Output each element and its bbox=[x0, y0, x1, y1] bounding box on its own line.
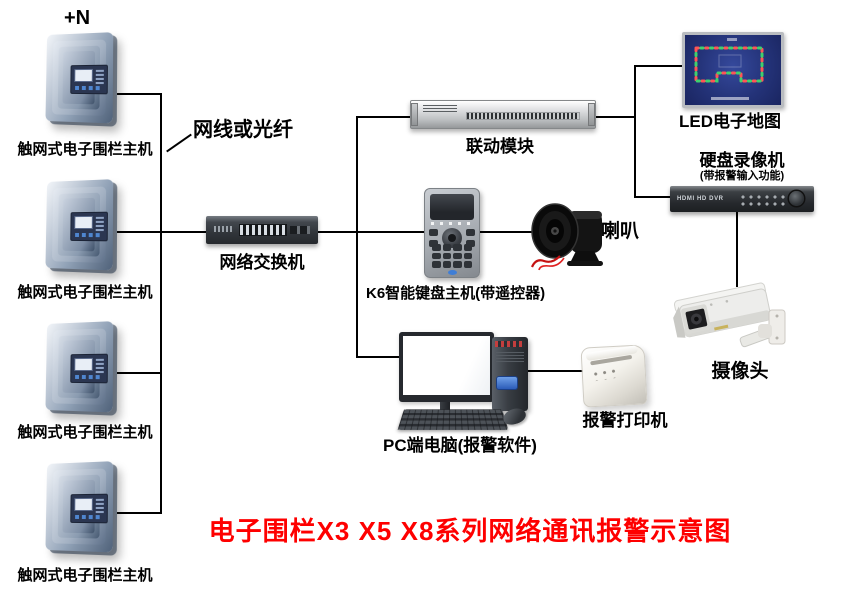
fence-host-display bbox=[70, 353, 108, 384]
rack-ear-right bbox=[588, 103, 595, 126]
fence-host-label: 触网式电子围栏主机 bbox=[17, 424, 153, 441]
k6-key bbox=[429, 229, 438, 236]
led-map-dots bbox=[694, 46, 764, 83]
k6-key bbox=[466, 229, 475, 236]
k6-keypad-label: K6智能键盘主机(带遥控器) bbox=[366, 285, 546, 302]
tower-vents bbox=[496, 350, 524, 362]
tower-lcd-panel bbox=[497, 377, 517, 389]
pc-monitor-neck bbox=[440, 402, 450, 413]
rack-ear-left bbox=[411, 103, 418, 126]
left-bus-line bbox=[160, 93, 162, 513]
dvr-device: HDMI HD DVR bbox=[670, 186, 814, 212]
printer-label: 报警打印机 bbox=[582, 411, 668, 430]
diagram-title: 电子围栏X3 X5 X8系列网络通讯报警示意图 bbox=[208, 516, 732, 546]
dvr-jog-knob bbox=[789, 191, 804, 206]
linkage-module-label: 联动模块 bbox=[466, 137, 534, 156]
fence-host-device bbox=[45, 321, 118, 420]
dvr-label: 硬盘录像机 bbox=[699, 151, 785, 170]
fence-host-device bbox=[45, 32, 118, 131]
pc-tower bbox=[492, 337, 528, 411]
led-map-caption-strip bbox=[711, 97, 749, 100]
fence-host-label: 触网式电子围栏主机 bbox=[17, 284, 153, 301]
module-label-patch bbox=[423, 105, 457, 112]
pc-line bbox=[356, 356, 402, 358]
led-map-device bbox=[682, 32, 784, 108]
network-switch-label: 网络交换机 bbox=[219, 253, 305, 272]
fence4-stub-line bbox=[117, 512, 162, 514]
fence3-stub-line bbox=[117, 372, 162, 374]
k6-indicator-dots bbox=[431, 222, 473, 225]
fence-host-display bbox=[70, 64, 108, 95]
fence-host-body bbox=[45, 32, 114, 124]
k6-key bbox=[429, 240, 438, 247]
k6-number-pad bbox=[432, 244, 472, 268]
fence-host-label: 触网式电子围栏主机 bbox=[17, 567, 153, 584]
module-terminals bbox=[467, 113, 579, 119]
linkage-module-device bbox=[410, 100, 596, 129]
camera-line bbox=[736, 210, 738, 287]
fence-host-body bbox=[45, 179, 114, 271]
switch-leds bbox=[214, 226, 232, 232]
k6-screen bbox=[430, 194, 474, 220]
switch-ports bbox=[240, 225, 286, 235]
fence-host-body bbox=[45, 321, 114, 413]
camera-label: 摄像头 bbox=[711, 361, 769, 382]
pc-monitor-screen bbox=[403, 336, 490, 395]
horn-speaker-device bbox=[530, 203, 603, 271]
led-map-top-strip bbox=[727, 38, 737, 41]
cctv-camera-device bbox=[673, 282, 786, 348]
fence-host-label: 触网式电子围栏主机 bbox=[17, 141, 153, 158]
k6-key bbox=[466, 240, 475, 247]
network-switch-device bbox=[206, 216, 318, 244]
alarm-printer-device bbox=[580, 344, 648, 408]
printer-buttons bbox=[592, 367, 620, 382]
fence-host-display bbox=[70, 211, 108, 242]
right-bus-line bbox=[634, 65, 636, 198]
k6-keypad-device bbox=[424, 188, 480, 278]
cable-type-label: 网线或光纤 bbox=[193, 119, 293, 141]
led-map-label: LED电子地图 bbox=[679, 112, 781, 131]
fence1-stub-line bbox=[117, 93, 162, 95]
k6-nav-center bbox=[448, 234, 456, 242]
main-horizontal-line bbox=[117, 231, 541, 233]
dvr-buttons bbox=[740, 194, 788, 206]
ledmap-stub-line bbox=[634, 65, 684, 67]
fence-host-device bbox=[45, 179, 118, 278]
horn-speaker-label: 喇叭 bbox=[601, 221, 640, 242]
pc-keyboard bbox=[397, 409, 509, 430]
dvr-panel-text: HDMI HD DVR bbox=[677, 196, 724, 202]
switch-uplink-ports bbox=[290, 226, 310, 234]
printer-line bbox=[526, 370, 586, 372]
center-bus-line bbox=[356, 116, 358, 358]
dvr-stub-line bbox=[634, 196, 674, 198]
k6-logo bbox=[448, 270, 457, 275]
dvr-sub-label: (带报警输入功能) bbox=[699, 170, 785, 182]
pc-monitor bbox=[399, 332, 494, 402]
pc-label: PC端电脑(报警软件) bbox=[383, 436, 537, 455]
tower-drive-bay bbox=[495, 341, 525, 347]
plus-n-annotation: +N bbox=[64, 7, 91, 29]
